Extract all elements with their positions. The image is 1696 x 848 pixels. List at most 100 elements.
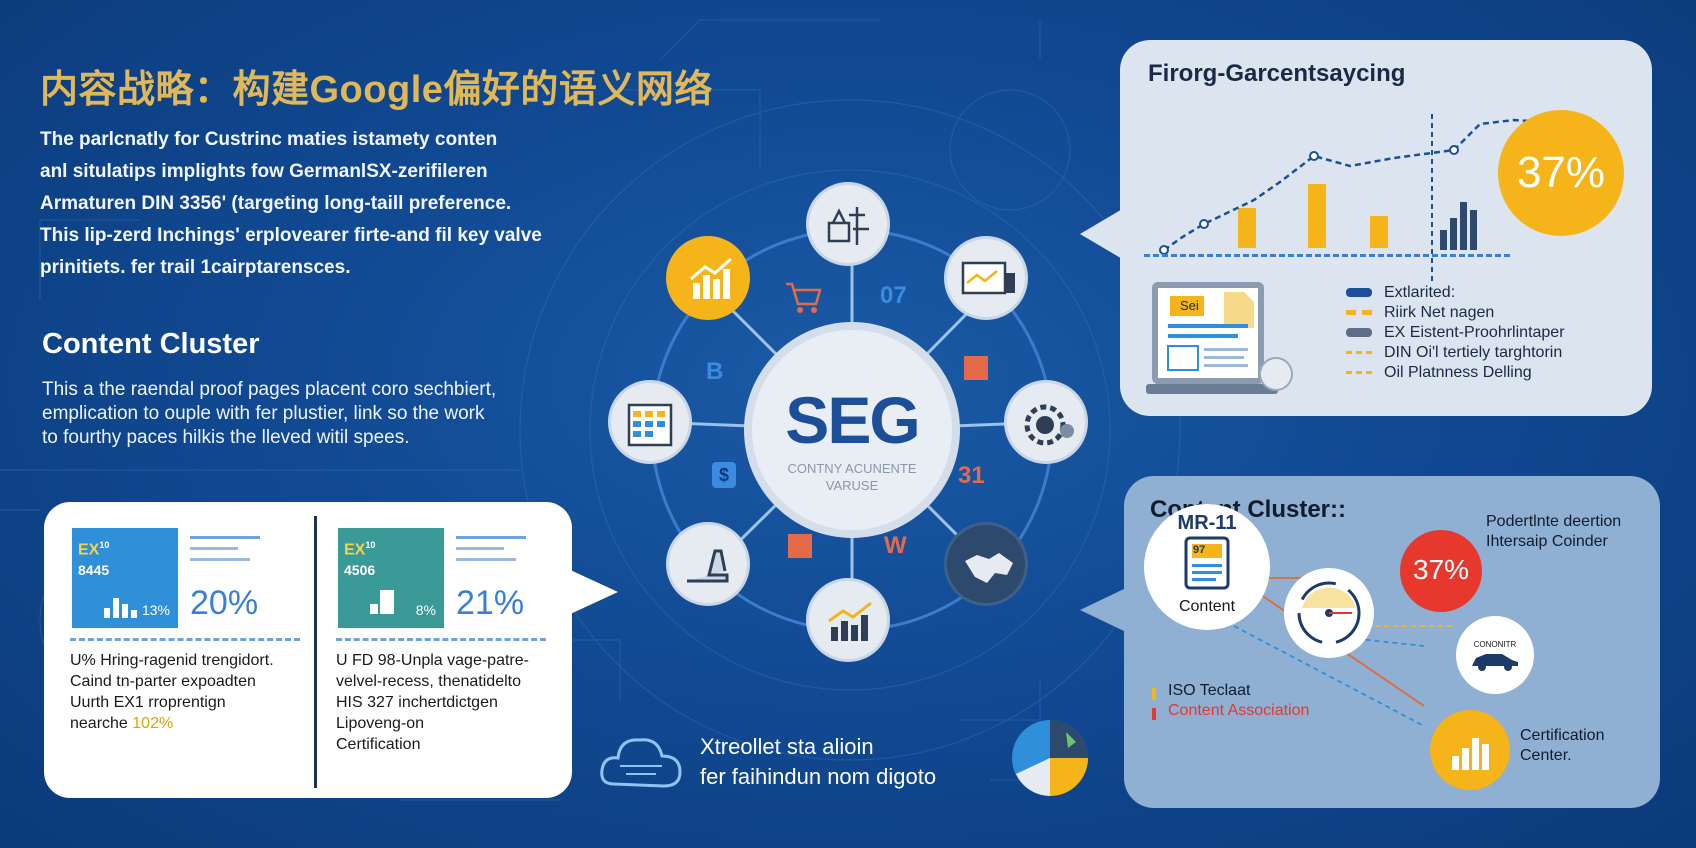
panel-top-pointer xyxy=(1080,208,1124,260)
certification-circle xyxy=(1430,710,1510,790)
desc-line: U FD 98-Unpla vage-patre- xyxy=(336,652,529,669)
trend-chart-icon xyxy=(828,601,872,641)
node-monitor xyxy=(944,236,1028,320)
certification-chart-icon xyxy=(1452,738,1489,770)
big-percent: 21% xyxy=(456,584,525,622)
gauge-icon xyxy=(1297,581,1361,645)
legend-swatch xyxy=(1346,310,1372,316)
intro-line: anl situlatips implights fow GermanlSX-z… xyxy=(40,161,488,182)
bullet-marker xyxy=(1152,688,1156,700)
caption-line: Podertlnte deertion xyxy=(1486,513,1622,530)
x-badge-icon xyxy=(788,534,812,558)
cert-line: Center. xyxy=(1520,747,1572,764)
legend-swatch xyxy=(1346,328,1372,338)
legend-swatch xyxy=(1346,351,1372,355)
intro-line: prinitiets. fer trail 1cairptarensces. xyxy=(40,257,351,278)
intro-line: This lip-zerd Inchings' erplovearer firt… xyxy=(40,225,542,246)
stat-number: 8445 xyxy=(78,562,110,578)
desc-line: Certification xyxy=(336,736,421,753)
growth-chart-icon xyxy=(690,257,732,299)
car-icon xyxy=(1472,654,1518,671)
content-cluster-text: This a the raendal proof pages placent c… xyxy=(42,378,562,450)
ring-label: 31 xyxy=(958,462,985,489)
content-doc-circle: MR-11 97 Content xyxy=(1144,504,1270,630)
chart-dark-bars xyxy=(1440,202,1477,250)
hand-icon xyxy=(687,549,729,583)
bullet-marker xyxy=(1152,708,1156,720)
spreadsheet-icon xyxy=(627,403,673,447)
association-line: Content Association xyxy=(1168,702,1310,719)
desc-line: U% Hring-ragenid trengidort. xyxy=(70,652,274,669)
globe-icon xyxy=(1012,720,1088,796)
desc-line: velvel-recess, thenatidelto xyxy=(336,673,521,690)
legend-item: Oil Platnness Delling xyxy=(1346,364,1532,382)
gear-icon xyxy=(1024,404,1074,446)
world-map-icon xyxy=(965,553,1013,583)
dashed-divider xyxy=(336,638,546,641)
node-growth xyxy=(666,236,750,320)
panel-top-divider xyxy=(1144,254,1510,257)
node-gear xyxy=(1004,380,1088,464)
card-column-divider xyxy=(314,516,317,788)
gauge-circle xyxy=(1284,568,1374,658)
x-badge-icon xyxy=(964,356,988,380)
chart-bars xyxy=(1238,184,1388,248)
dashed-divider xyxy=(70,638,300,641)
cert-line: Certification xyxy=(1520,727,1605,744)
intro-paragraph: The parlcnatly for Custrinc maties istam… xyxy=(40,124,580,284)
content-cluster-heading: Content Cluster xyxy=(42,328,260,360)
hub-subtitle-line: VARUSE xyxy=(825,478,879,493)
ring-label: 07 xyxy=(880,282,907,309)
percent-value: 37% xyxy=(1412,554,1470,585)
trend-line xyxy=(1163,118,1544,252)
stat-small-pct: 8% xyxy=(415,602,436,618)
legend-item: Riirk Net nagen xyxy=(1346,304,1494,322)
text-lines-icon xyxy=(190,536,260,561)
footer-line: Xtreollet sta alioin xyxy=(700,734,874,759)
desc-line: Lipoveng-on xyxy=(336,715,425,732)
document-icon xyxy=(1184,536,1230,590)
document-report-icon xyxy=(1146,282,1293,394)
doc-caption: Content xyxy=(1178,598,1236,615)
page-title: 内容战略：构建Google偏好的语义网络 xyxy=(40,69,713,111)
node-trend xyxy=(806,578,890,662)
legend-item: Extlarited: xyxy=(1346,284,1455,302)
desc-line: nearche 102% xyxy=(70,715,174,732)
legend-swatch xyxy=(1346,288,1372,298)
text-lines-icon xyxy=(456,536,526,561)
stat-description: U% Hring-ragenid trengidort. Caind tn-pa… xyxy=(70,650,290,734)
stat-small-pct: 13% xyxy=(141,602,170,618)
document-chart-icon xyxy=(370,590,394,614)
percent-badge-top: 37% xyxy=(1498,110,1624,236)
caption-line: Ihtersaip Coinder xyxy=(1486,533,1608,550)
card-pointer xyxy=(566,568,618,616)
hub-subtitle-line: CONTNY ACUNENTE xyxy=(787,461,917,476)
node-spreadsheet xyxy=(608,380,692,464)
legend-item: DIN Oi'l tertiely targhtorin xyxy=(1346,344,1562,362)
node-map xyxy=(944,522,1028,606)
tools-icon xyxy=(827,207,869,245)
hub-subtitle: CONTNY ACUNENTE VARUSE xyxy=(752,460,952,494)
car-circle: CONONITR xyxy=(1456,616,1534,694)
node-hand xyxy=(666,522,750,606)
panel-bottom: Content Cluster:: MR-11 97 Content xyxy=(1124,476,1660,808)
cluster-line: emplication to ouple with fer plustier, … xyxy=(42,403,485,424)
stat-number: 4506 xyxy=(344,562,376,578)
desc-line: Uurth EX1 rroprentign xyxy=(70,694,226,711)
hub-title: SEG xyxy=(785,383,920,457)
stat-tile-right: EX10 4506 8% xyxy=(338,528,444,628)
doc-title: MR-11 xyxy=(1177,512,1237,534)
percent-value: 37% xyxy=(1516,148,1606,197)
ring-label: W xyxy=(884,532,907,559)
panel-top-title: Firorg-Garcentsaycing xyxy=(1148,60,1406,87)
stat-code: EX10 xyxy=(78,540,110,559)
stat-code: EX10 xyxy=(344,540,376,559)
panel-bottom-pointer xyxy=(1080,588,1126,632)
stat-tile-left: EX10 8445 13% xyxy=(72,528,178,628)
footer-line: fer faihindun nom digoto xyxy=(700,764,937,789)
cart-icon xyxy=(786,282,822,313)
percent-badge-red: 37% xyxy=(1400,530,1482,612)
big-percent: 20% xyxy=(190,584,259,622)
stats-card: EX10 8445 13% 20% U% Hring-ragenid treng… xyxy=(44,502,572,798)
